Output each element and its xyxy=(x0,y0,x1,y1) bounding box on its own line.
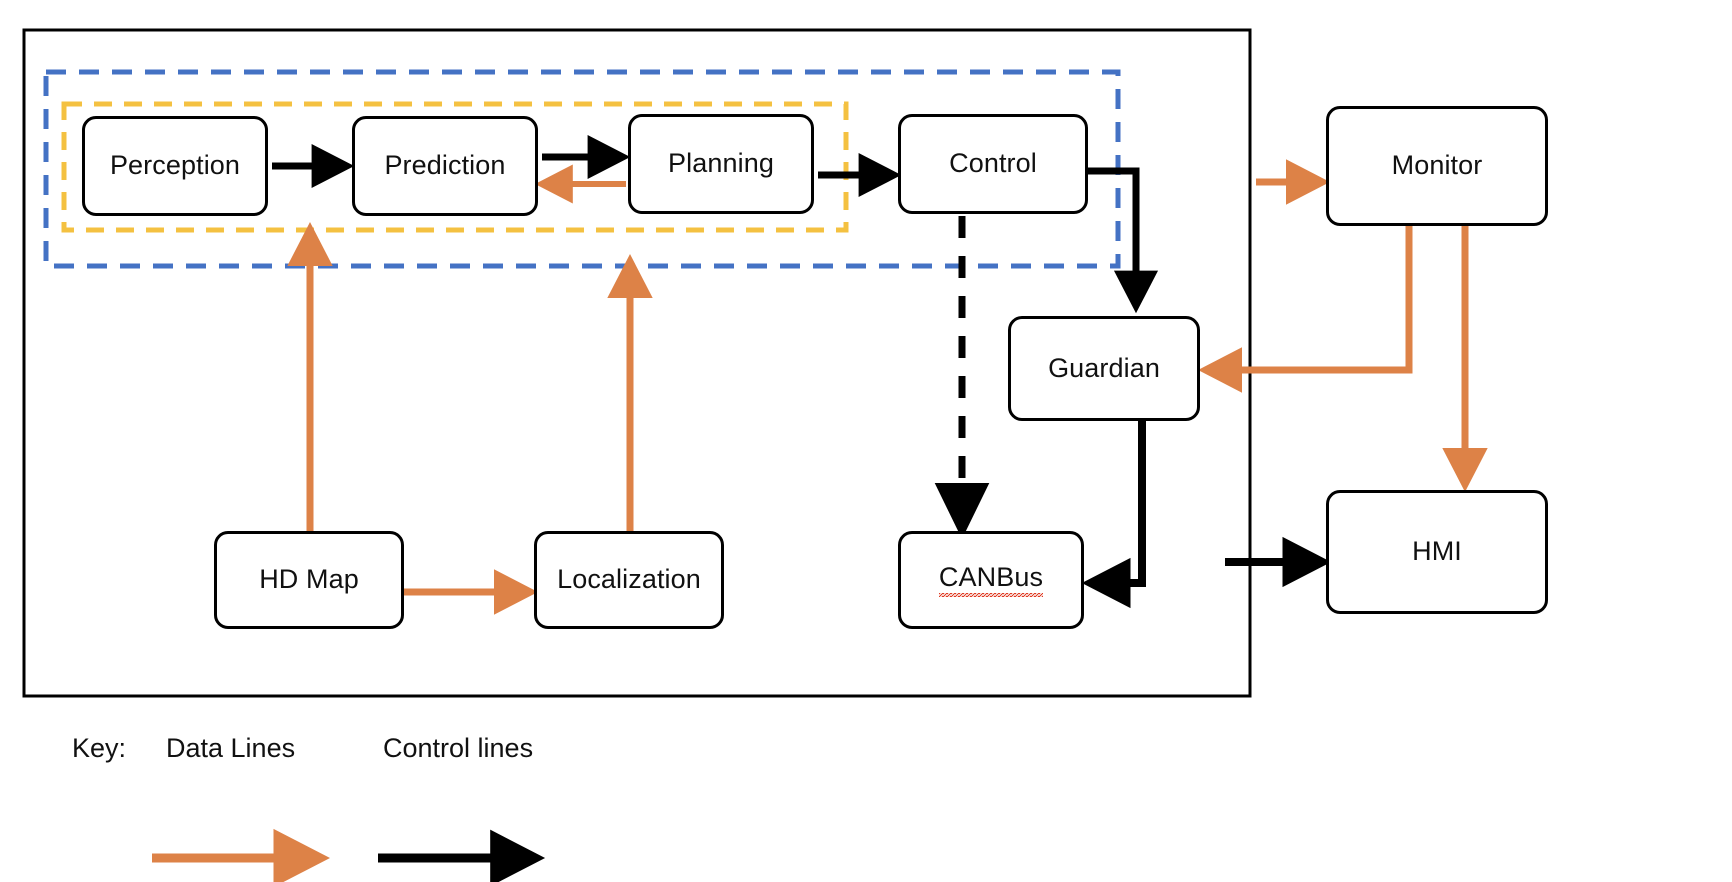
node-hmi-label: HMI xyxy=(1412,536,1462,567)
legend-data-lines-label: Data Lines xyxy=(166,733,296,763)
node-planning-label: Planning xyxy=(668,148,774,179)
node-planning[interactable]: Planning xyxy=(628,114,814,214)
edge-control-to-guardian xyxy=(1088,167,1159,314)
node-monitor[interactable]: Monitor xyxy=(1326,106,1548,226)
node-guardian[interactable]: Guardian xyxy=(1008,316,1200,421)
node-hd-map[interactable]: HD Map xyxy=(214,531,404,629)
node-canbus[interactable]: CANBus xyxy=(898,531,1084,629)
edge-monitor-to-guardian xyxy=(1198,226,1413,393)
node-localization-label: Localization xyxy=(557,564,701,595)
node-hd-map-label: HD Map xyxy=(259,564,359,595)
yellow-dashed-group xyxy=(61,101,849,233)
node-monitor-label: Monitor xyxy=(1391,150,1483,181)
edge-guardian-to-canbus xyxy=(1081,421,1146,609)
node-prediction-label: Prediction xyxy=(384,150,506,181)
node-guardian-label: Guardian xyxy=(1048,352,1160,383)
node-localization[interactable]: Localization xyxy=(534,531,724,629)
legend-key-label: Key: xyxy=(72,733,127,763)
node-prediction[interactable]: Prediction xyxy=(352,116,538,216)
legend-control-lines-label: Control lines xyxy=(383,733,534,763)
node-perception-label: Perception xyxy=(109,150,241,181)
node-perception[interactable]: Perception xyxy=(82,116,268,216)
outer-frame xyxy=(22,28,1252,698)
node-control-label: Control xyxy=(949,148,1037,179)
node-canbus-label: CANBus xyxy=(938,562,1044,598)
node-hmi[interactable]: HMI xyxy=(1326,490,1548,614)
node-control[interactable]: Control xyxy=(898,114,1088,214)
